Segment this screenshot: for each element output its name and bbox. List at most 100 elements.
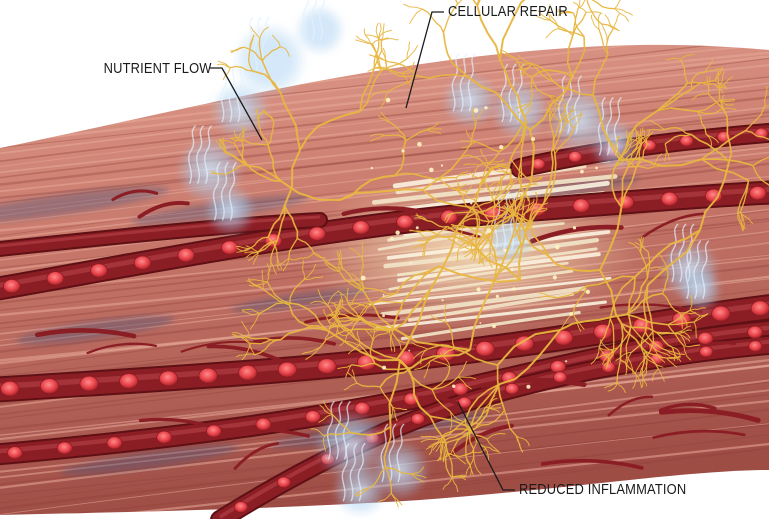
nerve-fiber xyxy=(422,8,445,33)
sparkle xyxy=(503,248,507,252)
red-blood-cell xyxy=(452,382,469,396)
sparkle xyxy=(409,262,412,265)
nerve-fiber xyxy=(455,0,459,5)
capillary xyxy=(448,423,514,457)
mist-puff xyxy=(589,119,641,171)
nerve-fiber xyxy=(345,340,360,346)
nerve-fiber xyxy=(354,337,398,360)
nerve-fiber xyxy=(586,11,603,14)
nerve-fiber xyxy=(701,158,749,182)
nerve-fiber xyxy=(364,287,397,295)
nerve-fiber xyxy=(616,359,622,383)
nerve-fiber xyxy=(626,356,634,375)
nerve-fiber xyxy=(326,329,401,362)
nerve-fiber xyxy=(458,221,465,238)
nerve-fiber xyxy=(456,245,462,263)
nerve-fiber xyxy=(249,312,261,330)
red-blood-cell xyxy=(198,367,218,384)
mist-wisp xyxy=(341,442,350,502)
nerve-fiber xyxy=(374,362,413,371)
nerve-fiber xyxy=(532,63,554,82)
nerve-fiber xyxy=(512,198,517,212)
nerve-fiber xyxy=(640,252,649,278)
nerve-fiber xyxy=(601,23,608,43)
nerve-fiber xyxy=(444,304,447,323)
nerve-fiber xyxy=(233,130,244,144)
nerve-fiber xyxy=(620,359,637,376)
nerve-fiber xyxy=(476,5,501,61)
nerve-fiber xyxy=(493,238,513,282)
nerve-fiber xyxy=(461,225,488,238)
nerve-fiber xyxy=(559,114,575,129)
nerve-fiber xyxy=(667,321,695,326)
nerve-fiber xyxy=(379,366,413,388)
nerve-fiber xyxy=(323,308,332,326)
nerve-fiber xyxy=(552,80,594,96)
nerve-fiber xyxy=(473,188,485,200)
nerve-fiber xyxy=(514,102,531,109)
nerve-fiber xyxy=(557,12,574,16)
nerve-fiber xyxy=(511,172,524,186)
nerve-fiber xyxy=(299,110,361,151)
nerve-fiber xyxy=(327,305,346,332)
mist-wisp xyxy=(558,75,567,134)
nerve-fiber xyxy=(246,280,264,290)
nerve-fiber xyxy=(401,265,440,304)
nerve-fiber xyxy=(667,324,685,347)
nerve-fiber xyxy=(439,441,445,461)
nerve-fiber xyxy=(442,477,453,490)
red-blood-cell xyxy=(133,255,152,270)
nerve-fiber xyxy=(438,265,521,283)
sparkle xyxy=(484,106,488,110)
muscle-fiber xyxy=(0,287,769,378)
nerve-fiber xyxy=(597,12,602,30)
nerve-fiber xyxy=(486,236,498,281)
nerve-fiber xyxy=(635,144,648,169)
nerve-fiber xyxy=(334,298,342,317)
red-blood-cell xyxy=(616,195,635,210)
nerve-fiber xyxy=(241,321,251,339)
nerve-fiber xyxy=(548,102,551,123)
capillary xyxy=(479,377,587,389)
nerve-fiber xyxy=(636,375,642,389)
tissue-gap xyxy=(0,186,169,224)
mist-puff xyxy=(678,268,722,312)
red-blood-cell xyxy=(601,361,616,373)
nerve-fiber xyxy=(224,152,247,166)
nerve-fiber xyxy=(652,347,666,363)
nerve-fiber xyxy=(490,192,496,210)
nerve-fiber xyxy=(605,28,614,55)
nerve-fiber xyxy=(662,293,681,314)
sparkle xyxy=(390,236,394,241)
nerve-fiber xyxy=(645,284,654,333)
nerve-fiber xyxy=(452,449,467,465)
nerve-fiber xyxy=(514,211,526,232)
muscle-fiber xyxy=(0,109,769,200)
red-blood-cell xyxy=(90,263,108,278)
nerve-fiber xyxy=(338,253,341,273)
nerve-fiber xyxy=(531,69,573,78)
nerve-fiber xyxy=(423,361,431,379)
capillary xyxy=(34,328,137,339)
sparkle xyxy=(499,144,504,150)
nerve-fiber xyxy=(453,211,476,214)
nerve-fiber xyxy=(319,404,333,415)
nerve-fiber xyxy=(522,103,532,118)
nerve-fiber xyxy=(244,139,269,146)
capillary xyxy=(111,189,159,202)
nerve-fiber xyxy=(616,150,637,169)
nerve-fiber xyxy=(244,251,259,254)
nerve-fiber xyxy=(517,161,523,188)
mist-wisp xyxy=(349,442,358,502)
nerve-fiber xyxy=(590,347,600,365)
nerve-fiber xyxy=(719,71,725,89)
nerve-fiber xyxy=(510,158,528,179)
nerve-fiber xyxy=(666,350,682,363)
nerve-fiber xyxy=(416,213,428,222)
mist-puff xyxy=(314,409,386,481)
capillary xyxy=(640,212,705,240)
nerve-fiber xyxy=(392,406,408,411)
nerve-fiber xyxy=(462,185,473,197)
nerve-fiber xyxy=(309,300,328,306)
